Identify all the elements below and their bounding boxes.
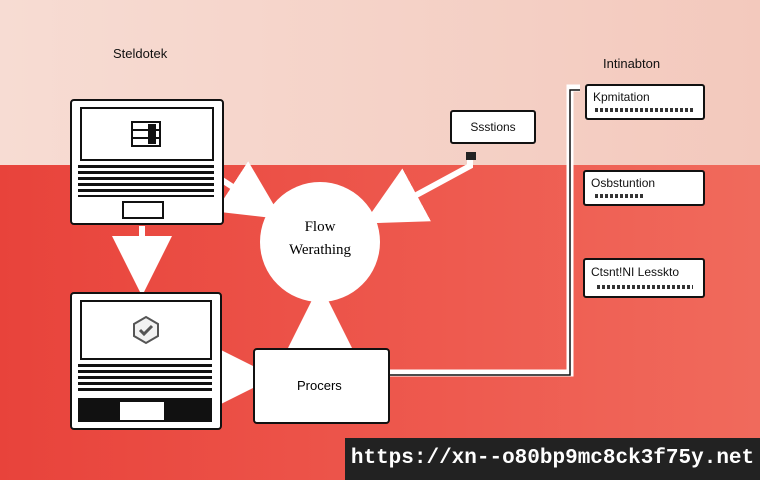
flow-title: Flow [304, 219, 336, 235]
server-stack-icon [131, 121, 161, 147]
right-box-1-label: Kpmitation [593, 90, 650, 104]
right-box-3[interactable]: Ctsnt!NI Lesskto [583, 258, 705, 298]
laptop-bottom-trackpad [118, 400, 166, 422]
laptop-bottom-screen [80, 300, 212, 360]
title-right: Intinabton [603, 56, 661, 71]
right-box-2-label: Osbstuntion [591, 176, 656, 190]
shield-icon [133, 315, 159, 345]
sessions-label: Ssstions [470, 120, 516, 134]
flow-subtitle: Werathing [288, 242, 352, 258]
laptop-bottom-keyboard [78, 364, 212, 394]
process-label: Procers [297, 378, 342, 393]
right-box-2[interactable]: Osbstuntion [583, 170, 705, 206]
process-box[interactable]: Procers [253, 348, 390, 424]
title-left: Steldotek [113, 46, 168, 61]
watermark-url: https://xn--o80bp9mc8ck3f75y.net [345, 438, 760, 480]
flow-node[interactable]: Flow Werathing [260, 182, 380, 302]
laptop-top-keyboard [78, 165, 214, 197]
right-box-3-subtext [597, 285, 693, 289]
laptop-bottom[interactable] [70, 292, 222, 430]
right-box-2-subtext [595, 194, 643, 198]
laptop-top-trackpad [122, 201, 164, 219]
laptop-top[interactable] [70, 99, 224, 225]
sessions-box[interactable]: Ssstions [450, 110, 536, 144]
right-box-3-label: Ctsnt!NI Lesskto [591, 265, 680, 279]
right-box-1-subtext [595, 108, 695, 112]
laptop-top-screen [80, 107, 214, 161]
right-box-1[interactable]: Kpmitation [585, 84, 705, 120]
